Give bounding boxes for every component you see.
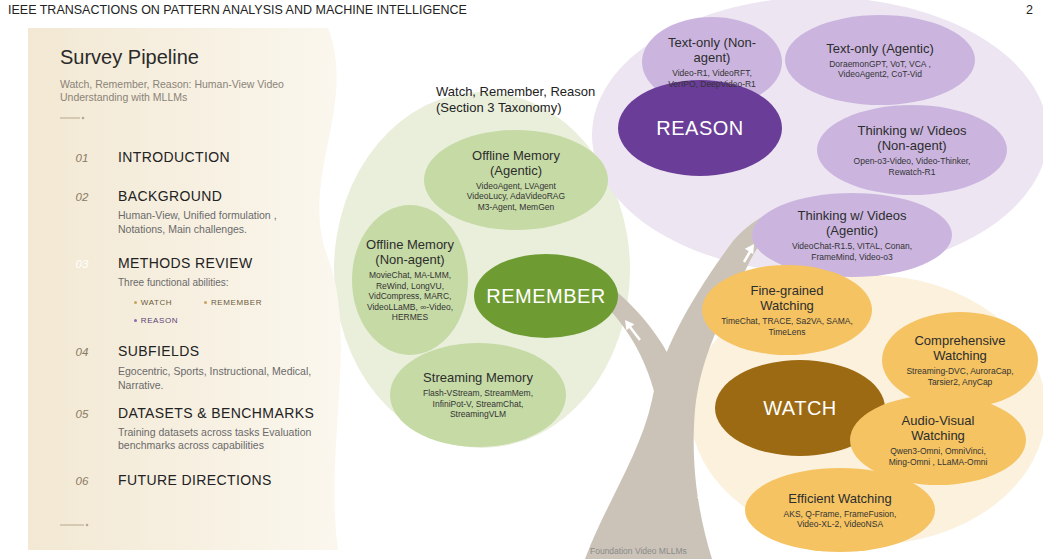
step-number-text: 04 xyxy=(76,346,89,358)
remember-leaf xyxy=(334,92,630,448)
trunk-label: Foundation Video MLLMs xyxy=(590,546,687,556)
ellipse-fill xyxy=(352,205,468,355)
method-list: Qwen3-Omni, OmniVinci, Ming-Omni , LLaMA… xyxy=(879,446,997,467)
ability-text: REMEMBER xyxy=(211,298,262,307)
panel-background xyxy=(28,28,341,550)
step-number-text: 03 xyxy=(76,258,89,270)
node-title: Offline Memory (Non-agent) xyxy=(360,237,460,267)
method-list: AKS, Q-Frame, FrameFusion, Video-XL-2, V… xyxy=(774,509,906,530)
node-title: REASON xyxy=(656,117,743,140)
ellipse-fill xyxy=(390,343,566,447)
method-list: VideoChat-R1.5, VITAL, Conan, FrameMind,… xyxy=(780,241,925,262)
ellipse-fill xyxy=(745,468,935,552)
page-number: 2 xyxy=(1026,3,1033,17)
reason-category: Thinking w/ Videos (Non-agent) Open-o3-Vi… xyxy=(817,105,1007,195)
node-title: Text-only (Non-agent) xyxy=(667,35,757,65)
method-list: Open-o3-Video, Video-Thinker, Rewatch-R1 xyxy=(842,156,982,177)
memory-category: Offline Memory (Agentic)VideoAgent, LVAg… xyxy=(424,130,608,230)
pill-dot xyxy=(204,301,207,304)
panel-subtitle: Watch, Remember, Reason: Human-View Vide… xyxy=(60,78,310,104)
growth-arrow-head xyxy=(625,320,634,330)
ellipse-fill xyxy=(424,130,608,230)
method-list: DoraemonGPT, VoT, VCA , VideoAgent2, CoT… xyxy=(821,59,939,80)
taxonomy-title: Watch, Remember, Reason (Section 3 Taxon… xyxy=(436,84,621,116)
section-description: Three functional abilities: xyxy=(118,277,229,288)
step-number-text: 06 xyxy=(76,475,89,487)
pill-dot xyxy=(134,301,137,304)
divider-line xyxy=(60,118,80,119)
node-title: Fine-grained Watching xyxy=(737,283,837,313)
method-list: MovieChat, MA-LMM, ReWind, LongVU, VidCo… xyxy=(360,270,460,323)
method-list: VideoAgent, LVAgent VideoLucy, AdaVideoR… xyxy=(460,181,572,213)
watch-category: Efficient WatchingAKS, Q-Frame, FrameFus… xyxy=(745,468,935,552)
ellipse-fill xyxy=(474,254,618,338)
journal-header: IEEE TRANSACTIONS ON PATTERN ANALYSIS AN… xyxy=(8,3,467,17)
method-list: Flash-VStream, StreamMem, InfiniPot-V, S… xyxy=(416,388,541,420)
section-title: BACKGROUND xyxy=(118,188,222,204)
pill-dot xyxy=(134,319,137,322)
growth-arrow-head xyxy=(697,488,709,498)
node-title: Efficient Watching xyxy=(760,491,920,506)
memory-category: Offline Memory (Non-agent)MovieChat, MA-… xyxy=(352,205,468,355)
node-title: Comprehensive Watching xyxy=(905,333,1015,363)
section-description: Egocentric, Sports, Instructional, Medic… xyxy=(118,364,318,392)
growth-arrow-head xyxy=(745,244,754,254)
section-description: Training datasets across tasks Evaluatio… xyxy=(118,426,323,452)
ellipse-fill xyxy=(882,312,1038,408)
watch-category: Comprehensive WatchingStreaming-DVC, Aur… xyxy=(882,312,1038,408)
survey-panel: 01 02 03WATCH REMEMBER REASON 04 05 06 Survey Pi… xyxy=(28,28,358,550)
tree-branch xyxy=(605,290,680,395)
method-list: TimeChat, TRACE, Sa2VA, SAMA, TimeLens xyxy=(715,316,860,337)
ability-text: WATCH xyxy=(141,298,172,307)
ellipse-outline xyxy=(424,130,608,230)
reason-category: Thinking w/ Videos (Agentic) VideoChat-R1… xyxy=(752,193,952,277)
node-title: Offline Memory (Agentic) xyxy=(461,148,571,178)
growth-arrow xyxy=(630,327,640,340)
divider-dot xyxy=(82,117,85,120)
step-number-text: 02 xyxy=(76,191,89,203)
node-title: Audio-Visual Watching xyxy=(888,413,988,443)
section-title: INTRODUCTION xyxy=(118,149,230,165)
section-title: DATASETS & BENCHMARKS xyxy=(118,405,314,421)
reason-category: Text-only (Agentic) DoraemonGPT, VoT, VCA… xyxy=(785,15,975,105)
node-title: Thinking w/ Videos (Agentic) xyxy=(782,208,922,238)
section-description: Human-View, Unified formulation , Notati… xyxy=(118,208,318,236)
ellipse-fill xyxy=(785,15,975,105)
remember-hub: REMEMBER xyxy=(474,254,618,338)
section-title: FUTURE DIRECTIONS xyxy=(118,472,272,488)
memory-category: Streaming MemoryFlash-VStream, StreamMem… xyxy=(390,343,566,447)
method-list: Video-R1, VideoRFT, VerIPO, DeepVideo-R1 xyxy=(662,68,762,89)
ellipse-fill xyxy=(752,193,952,277)
panel-outline xyxy=(28,28,358,550)
reason-hub: REASON xyxy=(618,80,782,176)
divider-dot xyxy=(86,524,89,527)
node-title: Thinking w/ Videos (Non-agent) xyxy=(842,123,982,153)
method-list: Streaming-DVC, AuroraCap, Tarsier2, AnyC… xyxy=(898,366,1023,387)
node-title: REMEMBER xyxy=(486,285,606,308)
step-number-text: 01 xyxy=(76,152,89,164)
node-title: Text-only (Agentic) xyxy=(795,41,965,56)
section-title: SUBFIELDS xyxy=(118,343,199,359)
ellipse-fill xyxy=(817,105,1007,195)
ellipse-fill xyxy=(702,265,872,355)
ellipse-fill xyxy=(618,80,782,176)
watch-category: Fine-grained WatchingTimeChat, TRACE, Sa… xyxy=(702,265,872,355)
panel-title: Survey Pipeline xyxy=(60,46,199,69)
section-title: METHODS REVIEW xyxy=(118,255,253,271)
node-title: WATCH xyxy=(763,397,837,420)
ability-text: REASON xyxy=(141,316,178,325)
node-title: Streaming Memory xyxy=(398,370,558,385)
step-number-text: 05 xyxy=(76,408,89,420)
divider-line xyxy=(60,525,84,526)
